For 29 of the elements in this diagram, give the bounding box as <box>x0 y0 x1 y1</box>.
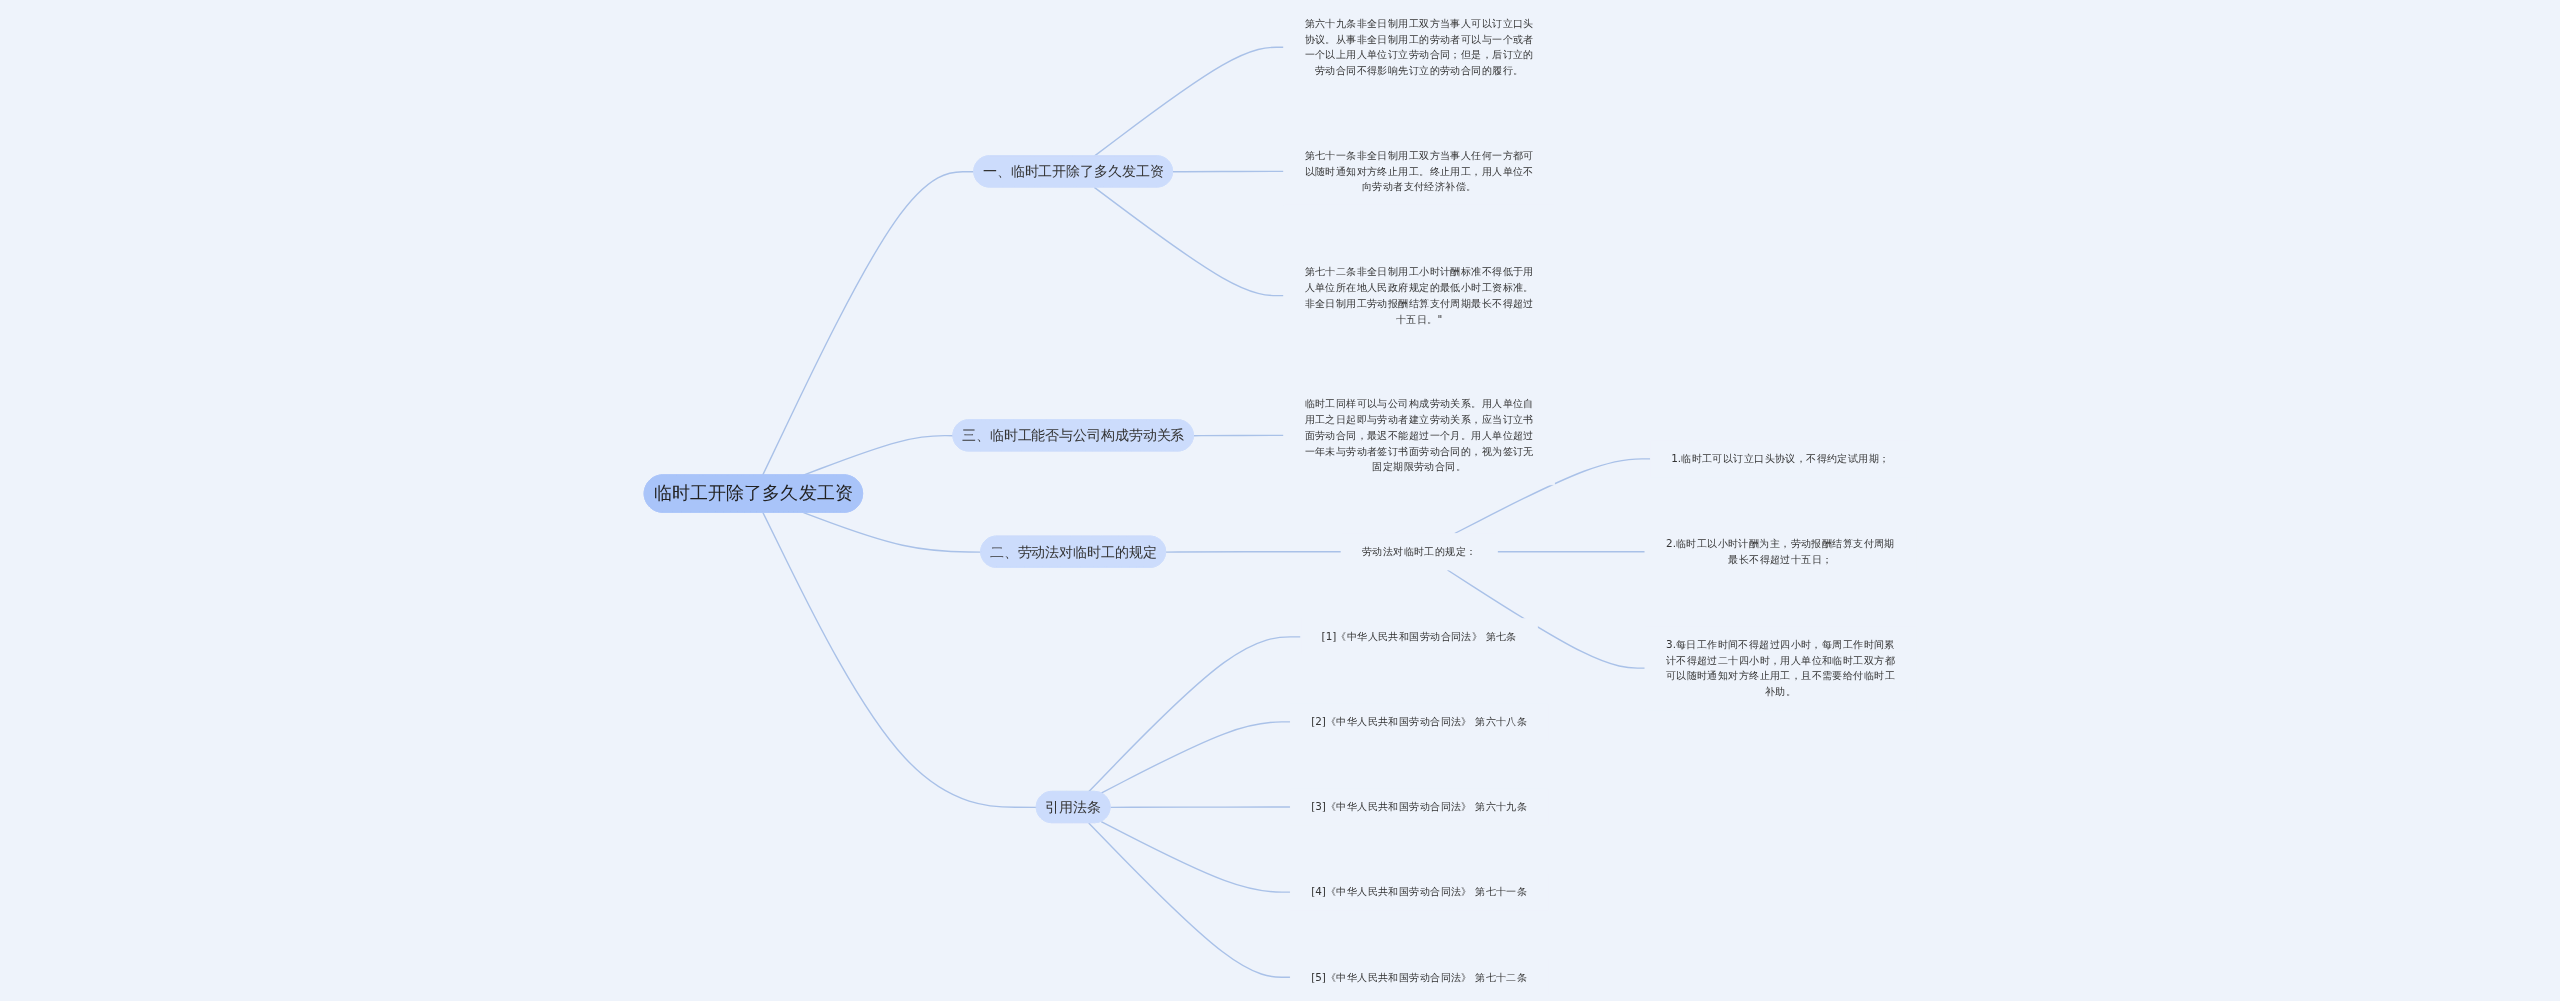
node-text: [3]《中华人民共和国劳动合同法》 第六十九条 <box>1311 800 1528 814</box>
node-text: 第七十一条非全日制用工双方当事人任何一方都可以随时通知对方终止用工。终止用工，用人单位不向劳动者支付经济补偿。 <box>1304 149 1534 194</box>
node-text: 1.临时工可以订立口头协议，不得约定试用期； <box>1671 452 1890 465</box>
connector <box>1088 636 1302 793</box>
node-text: 劳动法对临时工的规定： <box>1361 545 1477 558</box>
connector <box>1093 46 1285 157</box>
connector <box>762 511 1038 809</box>
node-text: 2.临时工以小时计酬为主，劳动报酬结算支付周期最长不得超过十五日； <box>1666 537 1895 566</box>
connector <box>1109 806 1291 809</box>
connector <box>1088 822 1291 978</box>
node-text: 第六十九条非全日制用工双方当事人可以订立口头协议。从事非全日制用工的劳动者可以与一个或者一个以上用人单位订立劳动合同；但是，后订立的劳动合同不得影响先订立的劳动合同的履行。 <box>1304 17 1534 77</box>
connector <box>1165 551 1342 553</box>
connector <box>1446 569 1646 669</box>
connector <box>1100 721 1291 794</box>
connector <box>1172 170 1285 173</box>
connector <box>1453 458 1652 535</box>
node-text: [2]《中华人民共和国劳动合同法》 第六十八条 <box>1311 715 1528 728</box>
connector <box>1496 551 1646 553</box>
node-text: [1]《中华人民共和国劳动合同法》 第七条 <box>1321 630 1517 643</box>
node-text: 3.每日工作时间不得超过四小时，每周工作时间累计不得超过二十四小时，用人单位和临时工双方都可以随时通知对方终止用工，且不需要给付临时工补助。 <box>1665 638 1896 698</box>
connector <box>762 171 975 476</box>
connector <box>1193 434 1285 437</box>
connector <box>802 511 982 553</box>
node-text: 临时工同样可以与公司构成劳动关系。用人单位自用工之日起即与劳动者建立劳动关系，应当订立书面劳动合同，最迟不能超过一个月。用人单位超过一年未与劳动者签订书面劳动合同的，视为签订无固定期限劳动合同。 <box>1304 397 1534 473</box>
node-text: 第七十二条非全日制用工小时计酬标准不得低于用人单位所在地人民政府规定的最低小时工资标准。非全日制用工劳动报酬结算支付周期最长不得超过十五日。" <box>1304 265 1534 326</box>
node-text: [5]《中华人民共和国劳动合同法》 第七十二条 <box>1311 970 1528 984</box>
connector <box>1093 186 1285 297</box>
node-text: [4]《中华人民共和国劳动合同法》 第七十一条 <box>1311 885 1528 899</box>
connector <box>1100 820 1291 893</box>
